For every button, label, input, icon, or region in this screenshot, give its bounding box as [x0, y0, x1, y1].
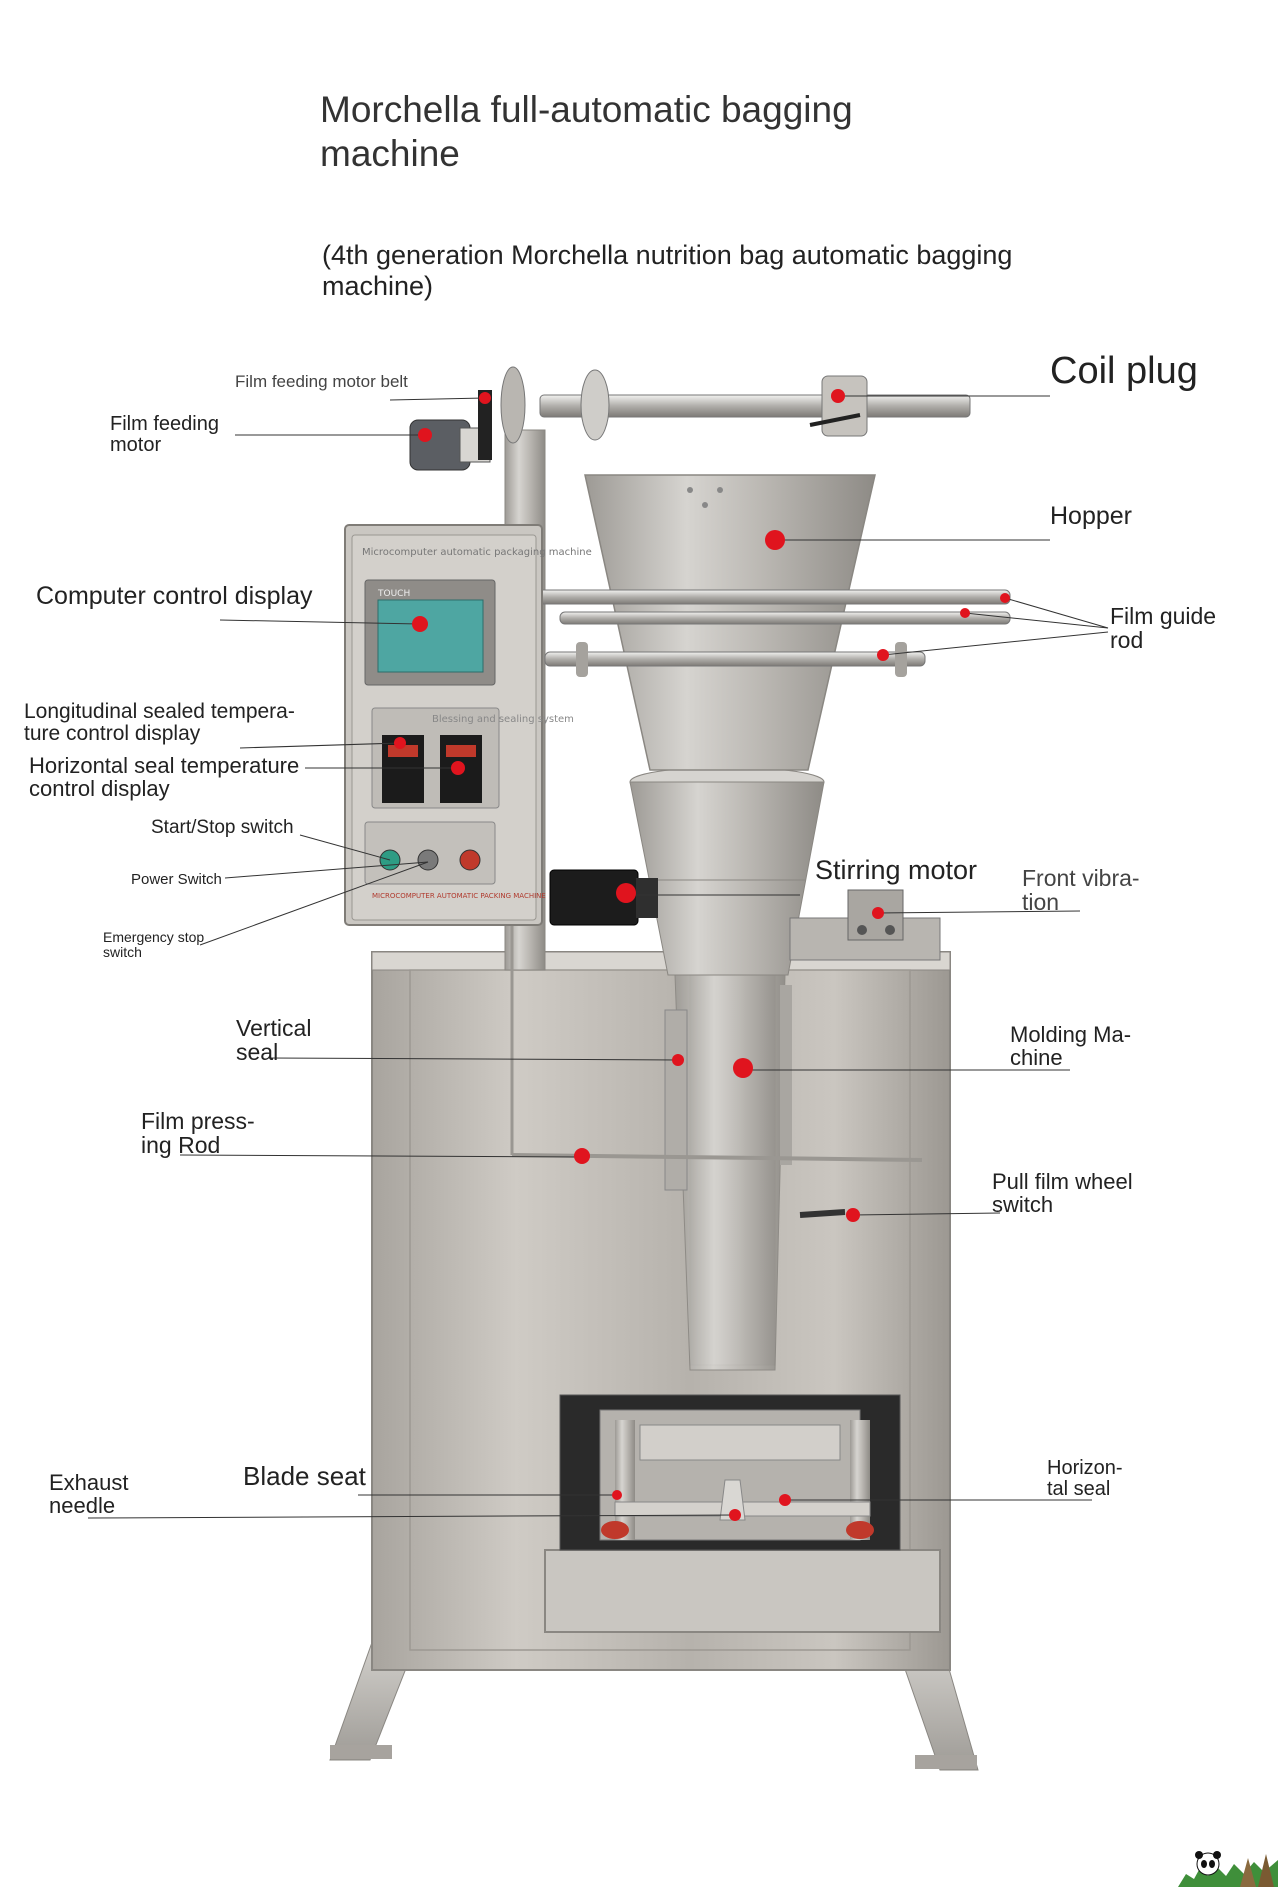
leader-lines [87, 395, 1109, 1519]
front-vibration-unit [789, 889, 941, 961]
label-power-switch: Power Switch [131, 871, 222, 888]
sealing-tray [544, 1394, 941, 1633]
label-front-vibration: Front vibra- tion [1022, 865, 1140, 916]
power-knob [417, 849, 439, 871]
label-film-pressing-rod: Film press- ing Rod [141, 1108, 255, 1159]
marker-exhaust-needle [729, 1509, 741, 1521]
marker-film-guide-rod-2 [960, 608, 970, 618]
marker-film-guide-rod-3 [877, 649, 889, 661]
marker-longitudinal-sealed [394, 737, 406, 749]
marker-vertical-seal [672, 1054, 684, 1066]
film-guide-rods [479, 589, 1011, 677]
marker-film-pressing-rod [574, 1148, 590, 1164]
markers [394, 389, 1010, 1521]
panda-logo-icon [1178, 1851, 1278, 1887]
coil-shaft [500, 366, 971, 444]
label-exhaust-needle: Exhaust needle [49, 1470, 129, 1519]
marker-front-vibration [872, 907, 884, 919]
marker-molding-machine [733, 1058, 753, 1078]
marker-computer-control-display [412, 616, 428, 632]
forming-tube [664, 974, 792, 1371]
marker-film-guide-rod-1 [1000, 593, 1010, 603]
emergency-stop-button [459, 849, 481, 871]
marker-coil-plug [831, 389, 845, 403]
page-subtitle: (4th generation Morchella nutrition bag … [322, 240, 1013, 301]
label-film-guide-rod: Film guide rod [1110, 603, 1217, 654]
touch-label: TOUCH [377, 589, 410, 599]
label-horizontal-seal: Horizon- tal seal [1047, 1457, 1123, 1500]
label-vertical-seal: Vertical seal [236, 1015, 312, 1066]
marker-pull-film-wheel [846, 1208, 860, 1222]
label-hopper: Hopper [1050, 502, 1132, 530]
marker-stirring-motor [616, 883, 636, 903]
page-title: Morchella full-automatic bagging machine [320, 89, 853, 174]
marker-film-feeding-motor-belt [479, 392, 491, 404]
touch-screen [377, 599, 484, 673]
label-computer-control-display: Computer control display [36, 582, 313, 610]
marker-horizontal-seal [779, 1494, 791, 1506]
marker-horizontal-seal-display [451, 761, 465, 775]
label-longitudinal-sealed: Longitudinal sealed tempera- ture contro… [24, 700, 295, 746]
marker-film-feeding-motor [418, 428, 432, 442]
label-blade-seat: Blade seat [243, 1461, 366, 1491]
label-coil-plug: Coil plug [1050, 350, 1198, 392]
stirring-motor-body [549, 869, 658, 926]
panel-top-text: Microcomputer automatic packaging machin… [362, 547, 592, 558]
control-box: Microcomputer automatic packaging machin… [344, 524, 592, 926]
label-film-feeding-motor: Film feeding motor [110, 413, 219, 456]
panel-banner: MICROCOMPUTER AUTOMATIC PACKING MACHINE [372, 892, 546, 900]
funnel [629, 766, 825, 976]
label-film-feeding-motor-belt: Film feeding motor belt [235, 372, 408, 391]
label-emergency-stop-switch: Emergency stop switch [103, 929, 205, 960]
watermark: Blessing and sealing system [432, 714, 574, 725]
label-pull-film-wheel-switch: Pull film wheel switch [992, 1169, 1133, 1218]
label-start-stop-switch: Start/Stop switch [151, 817, 294, 838]
label-molding-machine: Molding Ma- chine [1010, 1022, 1132, 1071]
label-stirring-motor: Stirring motor [815, 855, 978, 885]
marker-blade-seat [612, 1490, 622, 1500]
marker-hopper [765, 530, 785, 550]
pull-film-handle [799, 1209, 846, 1218]
label-horizontal-seal-display: Horizontal seal temperature control disp… [29, 753, 300, 802]
